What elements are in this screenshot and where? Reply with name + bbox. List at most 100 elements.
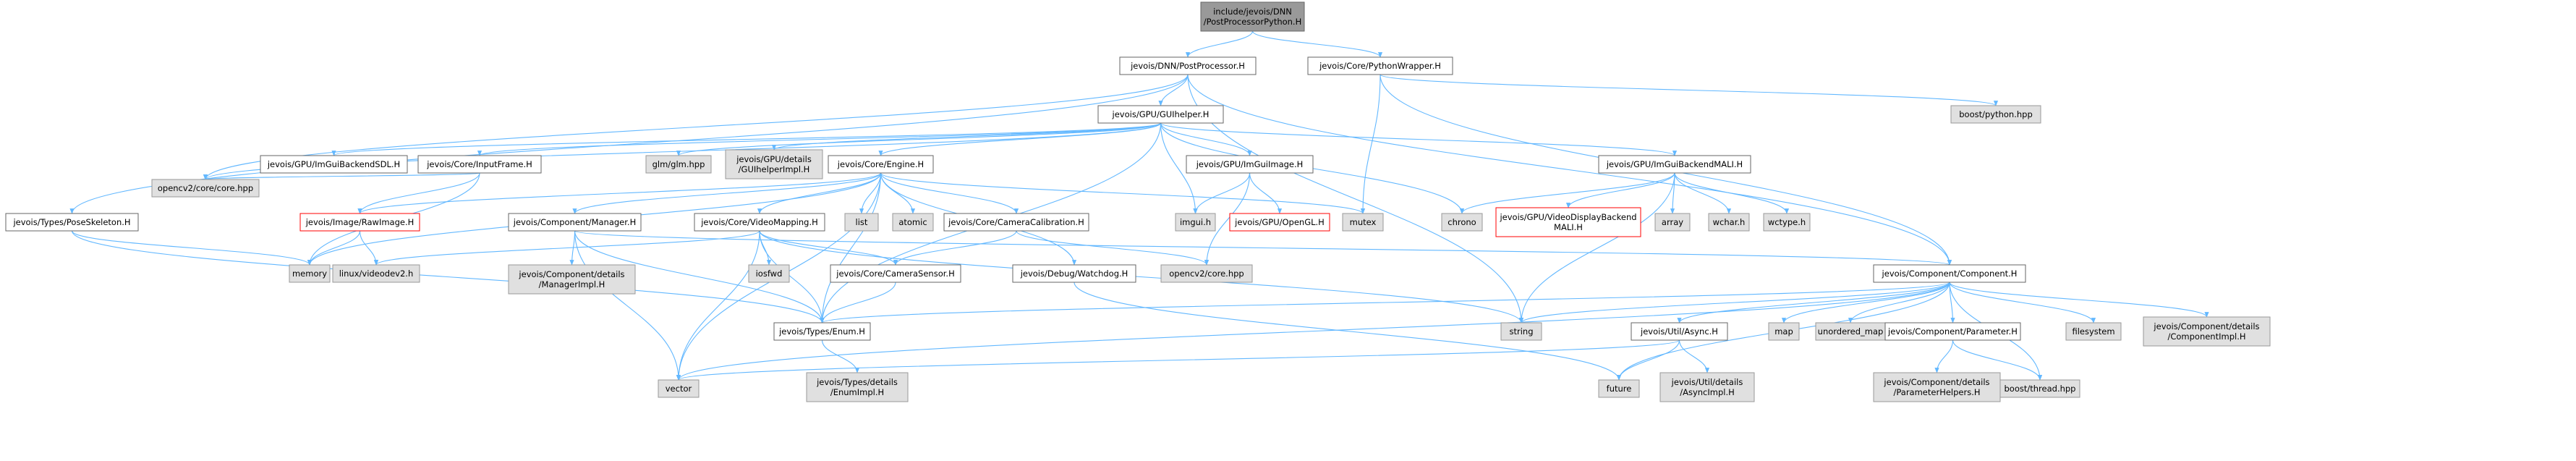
node-root-box [1200,1,1305,32]
node-mgrimpl-label-line-1: /ManagerImpl.H [539,279,605,289]
node-root-label-line-1: /PostProcessorPython.H [1204,17,1302,27]
node-watchdog[interactable]: jevois/Debug/Watchdog.H [1012,264,1136,283]
edge-guihelper-to-glm [676,122,1162,156]
node-paramhelpers-label-line-1: /ParameterHelpers.H [1893,387,1980,397]
node-opencvcore2-label-line-0: opencv2/core.hpp [1169,268,1244,279]
node-camcal-box [943,213,1089,232]
node-postproc-box [1119,56,1257,75]
node-videomap[interactable]: jevois/Core/VideoMapping.H [694,213,825,232]
node-atomic-label-line-0: atomic [898,217,927,227]
node-memory: memory [289,264,331,283]
node-compmgr[interactable]: jevois/Component/Manager.H [508,213,642,232]
node-mutex: mutex [1342,213,1384,232]
node-boostpy: boost/python.hpp [1950,105,2041,124]
node-imguiimage-label-line-0: jevois/GPU/ImGuiImage.H [1196,159,1304,169]
edge-pywrap-to-boostpy [1380,74,1998,106]
node-root[interactable]: include/jevois/DNN/PostProcessorPython.H [1200,1,1305,32]
node-mgrimpl-box [508,264,636,295]
node-compimpl-label-line-1: /ComponentImpl.H [2167,331,2245,342]
node-imguisdl[interactable]: jevois/GPU/ImGuiBackendSDL.H [260,155,408,174]
node-paramhelpers-label-line-0: jevois/Component/details [1883,377,1989,387]
node-videodev-label-line-0: linux/videodev2.h [339,268,414,279]
node-glm: glm/glm.hpp [645,155,712,174]
edge-compmgr-to-enum [574,230,825,323]
node-imguisdl-box [260,155,408,174]
node-engine[interactable]: jevois/Core/Engine.H [828,155,934,174]
node-glm-box [645,155,712,174]
node-postproc[interactable]: jevois/DNN/PostProcessor.H [1119,56,1257,75]
node-guihelper[interactable]: jevois/GPU/GUIhelper.H [1097,105,1224,124]
node-compimpl-box [2143,316,2271,347]
node-atomic: atomic [892,213,934,232]
node-map-box [1768,322,1800,341]
node-poseskel[interactable]: jevois/Types/PoseSkeleton.H [5,213,139,232]
node-opencvcore2-box [1160,264,1253,283]
edge-engine-to-mutex [880,172,1365,214]
edge-async-to-future [1616,339,1680,381]
node-boostpy-box [1950,105,2041,124]
node-imguiimage-box [1186,155,1314,174]
node-component-label-line-0: jevois/Component/Component.H [1882,268,2018,279]
node-rawimage[interactable]: jevois/Image/RawImage.H [299,213,420,232]
node-camsensor[interactable]: jevois/Core/CameraSensor.H [830,264,961,283]
edge-component-to-async [1677,282,1950,323]
node-opencvcore2: opencv2/core.hpp [1160,264,1253,283]
node-async[interactable]: jevois/Util/Async.H [1631,322,1728,341]
node-opencvcore-box [151,179,260,198]
node-watchdog-box [1012,264,1136,283]
edge-rawimage-to-videodev [359,230,379,266]
node-component[interactable]: jevois/Component/Component.H [1873,264,2026,283]
node-inputframe-box [417,155,542,174]
edge-enum-to-enumimpl [821,339,860,373]
node-vector: vector [658,379,700,398]
edge-imguimali-to-wctype [1674,172,1790,214]
node-param[interactable]: jevois/Component/Parameter.H [1884,322,2021,341]
node-atomic-box [892,213,934,232]
edge-component-to-string [1519,282,1950,323]
node-videomap-label-line-0: jevois/Core/VideoMapping.H [700,217,818,227]
node-async-label-line-0: jevois/Util/Async.H [1640,326,1718,337]
node-camcal[interactable]: jevois/Core/CameraCalibration.H [943,213,1089,232]
node-compimpl: jevois/Component/details/ComponentImpl.H [2143,316,2271,347]
edge-engine-to-atomic [880,172,916,214]
node-enumimpl: jevois/Types/details/EnumImpl.H [806,372,909,402]
edge-guihelper-to-imguisdl [331,122,1162,156]
node-opengl-box [1229,213,1330,232]
node-wchar: wchar.h [1708,213,1750,232]
edge-imguimali-to-chrono [1460,172,1675,214]
node-filesystem-box [2065,322,2122,341]
node-wchar-label-line-0: wchar.h [1713,217,1746,227]
node-vector-label-line-0: vector [666,384,692,394]
edge-engine-to-camcal [880,172,1019,214]
node-imgui-label-line-0: imgui.h [1180,217,1211,227]
edge-imguimali-to-string [1518,172,1675,323]
node-filesystem-label-line-0: filesystem [2072,326,2114,337]
edge-component-to-compimpl [1949,282,2209,318]
edge-imguimali-to-wchar [1674,172,1732,214]
node-filesystem: filesystem [2065,322,2122,341]
node-wctype-box [1763,213,1811,232]
node-chrono-box [1441,213,1483,232]
node-imguiimage[interactable]: jevois/GPU/ImGuiImage.H [1186,155,1314,174]
node-videomap-box [694,213,825,232]
nodes-layer: include/jevois/DNN/PostProcessorPython.H… [5,1,2271,402]
edge-inputframe-to-opencvcore [203,172,480,180]
node-boostthread-box [1999,379,2080,398]
node-opengl-label-line-0: jevois/GPU/OpenGL.H [1234,217,1325,227]
node-videodev-box [332,264,420,283]
edge-postproc-to-poseskel [69,74,1189,214]
node-opengl[interactable]: jevois/GPU/OpenGL.H [1229,213,1330,232]
node-asyncimpl-label-line-1: /AsyncImpl.H [1680,387,1735,397]
node-enum[interactable]: jevois/Types/Enum.H [773,322,871,341]
node-imguimali-label-line-0: jevois/GPU/ImGuiBackendMALI.H [1606,159,1743,169]
node-enum-label-line-0: jevois/Types/Enum.H [778,326,865,337]
node-enumimpl-box [806,372,909,402]
node-paramhelpers-box [1873,372,2001,402]
node-guidetail: jevois/GPU/details/GUIhelperImpl.H [725,149,823,179]
node-pywrap[interactable]: jevois/Core/PythonWrapper.H [1307,56,1453,75]
node-imguimali[interactable]: jevois/GPU/ImGuiBackendMALI.H [1598,155,1751,174]
node-inputframe[interactable]: jevois/Core/InputFrame.H [417,155,542,174]
edge-imguimali-to-videodisp [1565,172,1675,208]
edge-engine-to-compmgr [572,172,882,214]
